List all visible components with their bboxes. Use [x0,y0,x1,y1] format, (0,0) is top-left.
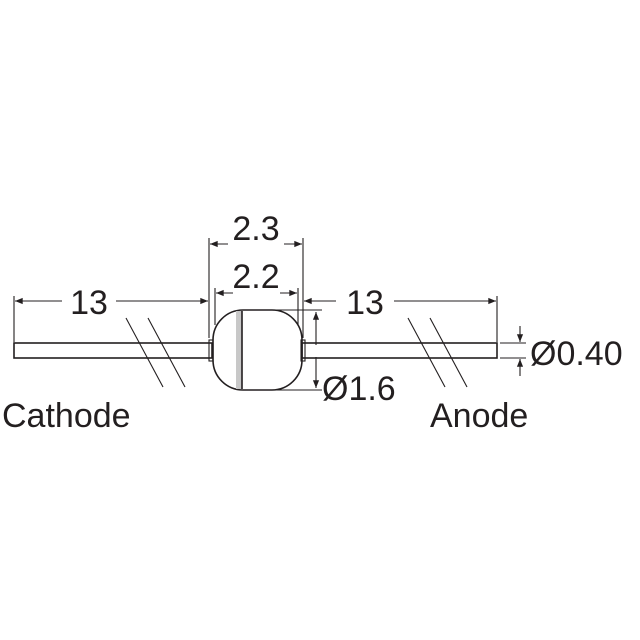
dim-lead-length-right: 13 [346,284,384,322]
dim-lead-diameter: Ø0.40 [530,335,623,373]
extension-lines [13,238,526,391]
break-mark-right [407,317,468,388]
cathode-band [236,311,242,389]
cathode-label: Cathode [2,397,131,435]
dim-body-diameter: Ø1.6 [322,370,396,408]
break-mark-left [125,317,186,388]
dim-body-length-outer: 2.3 [232,210,279,248]
anode-lead [301,342,498,359]
diode-body [212,309,303,391]
dim-lead-length-left: 13 [70,284,108,322]
anode-label: Anode [430,397,528,435]
dim-body-length-inner: 2.2 [232,258,279,296]
anode-stub [300,339,306,362]
cathode-lead [13,342,213,359]
